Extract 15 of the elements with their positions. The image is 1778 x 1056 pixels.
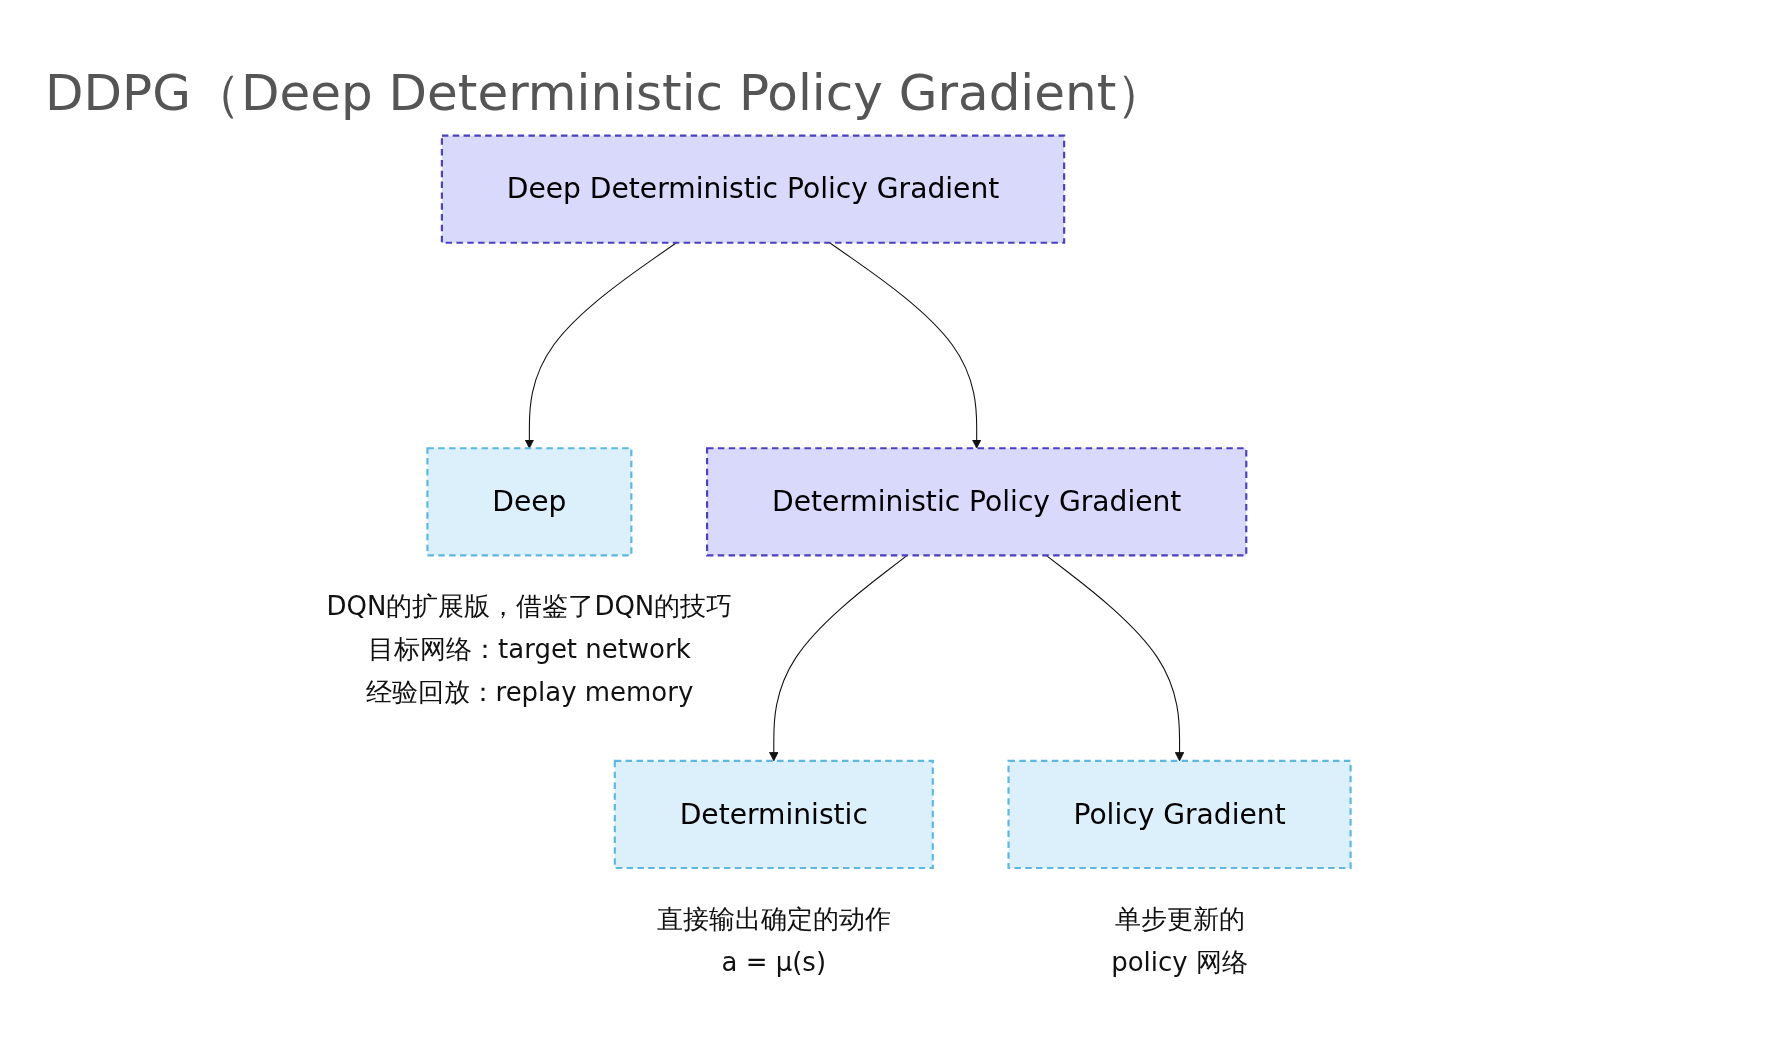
node-note: policy 网络 [1111, 946, 1248, 977]
node-box: Deep Deterministic Policy Gradient [440, 134, 1066, 244]
node-note: 目标网络：target network [368, 634, 691, 665]
node-note: 直接输出确定的动作 [656, 903, 891, 934]
arrow [829, 242, 982, 449]
node-note: 单步更新的 [1114, 903, 1245, 934]
arrow [524, 242, 677, 449]
node-note: DQN的扩展版，借鉴了DQN的技巧 [326, 590, 733, 621]
node-note: a = μ(s) [721, 946, 826, 977]
node-box: Deterministic [613, 759, 934, 870]
node-box: Policy Gradient [1007, 759, 1352, 870]
node-note: 经验回放：replay memory [365, 677, 694, 708]
node-box: Deep [426, 447, 633, 557]
node-box: Deterministic Policy Gradient [706, 447, 1248, 557]
title: DDPG（Deep Deterministic Policy Gradient） [45, 63, 1167, 124]
